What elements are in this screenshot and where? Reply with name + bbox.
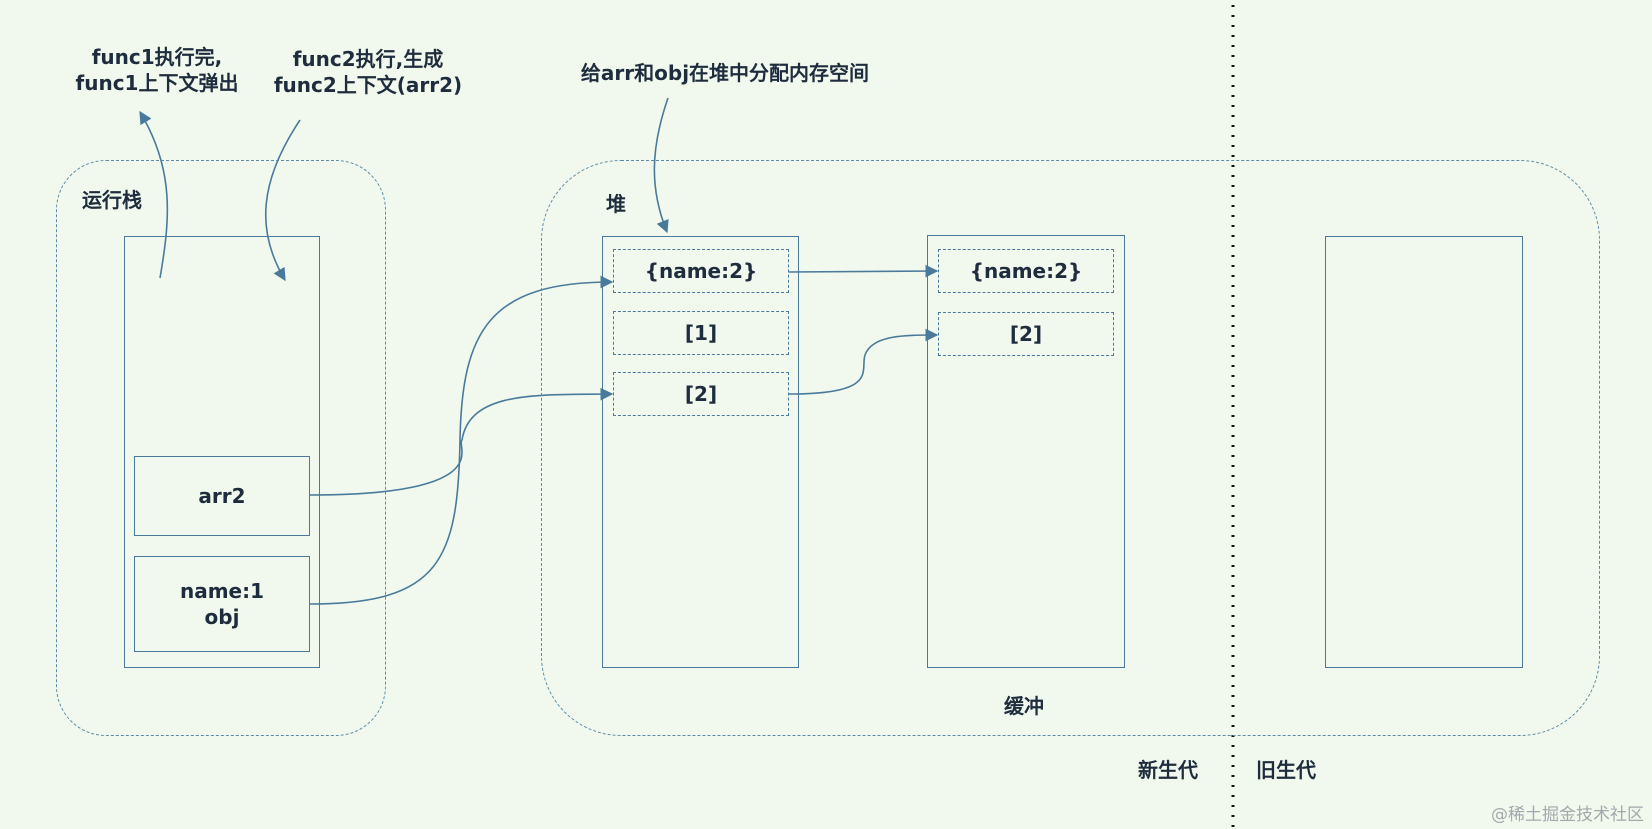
- arr2-reference: [309, 387, 614, 496]
- buffer-cell-array: [2]: [938, 312, 1114, 356]
- func1-note-line1: func1执行完,: [91, 45, 223, 69]
- func1-note-line2: func1上下文弹出: [75, 71, 239, 95]
- func2-note: func2执行,生成 func2上下文(arr2): [268, 46, 468, 98]
- heap-label: 堆: [606, 192, 626, 216]
- obj-reference: [309, 275, 614, 605]
- heap-space: [602, 236, 799, 668]
- obj-line2: obj: [204, 605, 240, 629]
- heap-cell-array2: [2]: [613, 372, 789, 416]
- stack-label: 运行栈: [82, 188, 142, 212]
- pop-arrow: [139, 110, 169, 279]
- buffer-space: [927, 235, 1125, 668]
- push-arrow: [264, 119, 301, 282]
- old-generation-space: [1325, 236, 1523, 668]
- obj-variable: name:1 obj: [134, 556, 310, 652]
- func2-note-line1: func2执行,生成: [292, 47, 444, 71]
- arr2-label: arr2: [198, 484, 246, 508]
- stack-frame: [124, 236, 320, 668]
- heap-alloc-note-text: 给arr和obj在堆中分配内存空间: [580, 61, 870, 85]
- func1-note: func1执行完, func1上下文弹出: [62, 44, 252, 96]
- buffer-cell-object: {name:2}: [938, 249, 1114, 293]
- copy-array-arrow: [788, 328, 939, 395]
- heap-cell-array1: [1]: [613, 311, 789, 355]
- heap-cell-object: {name:2}: [613, 249, 789, 293]
- func2-note-line2: func2上下文(arr2): [273, 73, 463, 97]
- copy-object-arrow: [788, 264, 939, 278]
- obj-line1: name:1: [179, 579, 265, 603]
- young-generation-label: 新生代: [1138, 758, 1198, 782]
- buffer-label: 缓冲: [1004, 694, 1044, 718]
- heap-region: [541, 160, 1600, 736]
- stack-region: [56, 160, 386, 736]
- watermark: @稀土掘金技术社区: [1491, 805, 1644, 825]
- heap-alloc-note: 给arr和obj在堆中分配内存空间: [565, 60, 885, 86]
- old-generation-label: 旧生代: [1256, 758, 1316, 782]
- alloc-arrow: [653, 97, 669, 234]
- arr2-variable: arr2: [134, 456, 310, 536]
